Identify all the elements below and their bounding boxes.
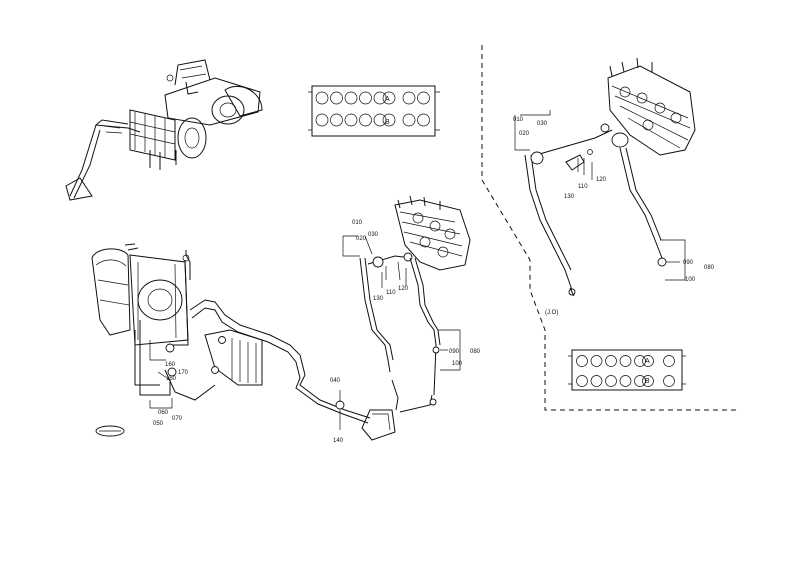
inset-part-numbers: 010 020 030 110 120 130 090 080 100 (J.O… bbox=[513, 117, 715, 316]
inset-part-080: 080 bbox=[704, 265, 715, 271]
valve-port bbox=[373, 91, 387, 105]
inset-part-020: 020 bbox=[519, 131, 530, 137]
valve-port bbox=[605, 375, 617, 387]
inset-note: (J.O) bbox=[545, 310, 558, 316]
part-060: 060 bbox=[158, 410, 169, 416]
valve-panel-top: A B bbox=[308, 85, 440, 137]
valve-port bbox=[344, 113, 358, 127]
valve-port bbox=[605, 355, 617, 367]
valve-port bbox=[634, 375, 646, 387]
part-110: 110 bbox=[386, 290, 396, 296]
part-160: 160 bbox=[165, 362, 176, 368]
valve-port bbox=[590, 375, 603, 387]
valve-port bbox=[619, 375, 632, 387]
part-010: 010 bbox=[352, 220, 363, 226]
valve-port bbox=[663, 375, 675, 387]
part-100: 100 bbox=[452, 361, 463, 367]
part-020: 020 bbox=[356, 236, 367, 242]
valve-label-a: A bbox=[385, 96, 390, 103]
valve-port bbox=[402, 91, 416, 105]
valve-port bbox=[359, 91, 372, 105]
valve-port bbox=[315, 91, 329, 105]
valve-port bbox=[576, 375, 588, 387]
valve-port bbox=[634, 355, 646, 367]
inset-part-090: 090 bbox=[683, 260, 694, 266]
part-120: 120 bbox=[398, 286, 409, 292]
valve-port bbox=[359, 113, 372, 127]
inset-part-100: 100 bbox=[685, 277, 696, 283]
inset-part-120: 120 bbox=[596, 177, 607, 183]
valve-port bbox=[417, 91, 430, 105]
valve-port-labeled bbox=[382, 113, 396, 127]
valve-port-labeled bbox=[382, 91, 396, 105]
valve-panel-bottom: A B bbox=[568, 349, 686, 391]
pump-assembly bbox=[91, 243, 191, 346]
left-part-numbers: 010 020 030 130 110 120 090 080 100 040 … bbox=[153, 220, 481, 444]
brand-logo bbox=[95, 425, 125, 437]
valve-port bbox=[590, 355, 603, 367]
part-070: 070 bbox=[172, 416, 183, 422]
valve-label-a-lower: A bbox=[645, 358, 650, 365]
part-170: 170 bbox=[178, 370, 189, 376]
valve-port bbox=[402, 113, 416, 127]
valve-port bbox=[619, 355, 632, 367]
valve-port-labeled bbox=[642, 375, 654, 387]
valve-port bbox=[315, 113, 329, 127]
part-090: 090 bbox=[449, 349, 460, 355]
valve-label-b: B bbox=[385, 119, 390, 126]
valve-port-labeled bbox=[642, 355, 654, 367]
valve-label-b-lower: B bbox=[645, 378, 650, 385]
inset-part-010: 010 bbox=[513, 117, 524, 123]
part-140: 140 bbox=[333, 438, 344, 444]
part-080: 080 bbox=[470, 349, 481, 355]
inset-part-110: 110 bbox=[578, 184, 588, 190]
part-050: 050 bbox=[153, 421, 164, 427]
detail-inset bbox=[481, 45, 740, 411]
part-150: 150 bbox=[166, 376, 177, 382]
valve-port bbox=[330, 91, 343, 105]
hydraulic-lines bbox=[134, 259, 371, 424]
valve-port bbox=[344, 91, 358, 105]
inset-part-130: 130 bbox=[564, 194, 575, 200]
valve-port bbox=[373, 113, 387, 127]
inset-part-030: 030 bbox=[537, 121, 548, 127]
backhoe-illustration bbox=[65, 59, 263, 201]
part-040: 040 bbox=[330, 378, 341, 384]
pedal-linkage bbox=[335, 252, 441, 441]
part-130: 130 bbox=[373, 296, 384, 302]
valve-port bbox=[663, 355, 675, 367]
leader-lines bbox=[149, 110, 686, 430]
valve-port bbox=[330, 113, 343, 127]
valve-port bbox=[417, 113, 430, 127]
valve-port bbox=[576, 355, 588, 367]
control-valve-block bbox=[394, 195, 471, 271]
part-030: 030 bbox=[368, 232, 379, 238]
